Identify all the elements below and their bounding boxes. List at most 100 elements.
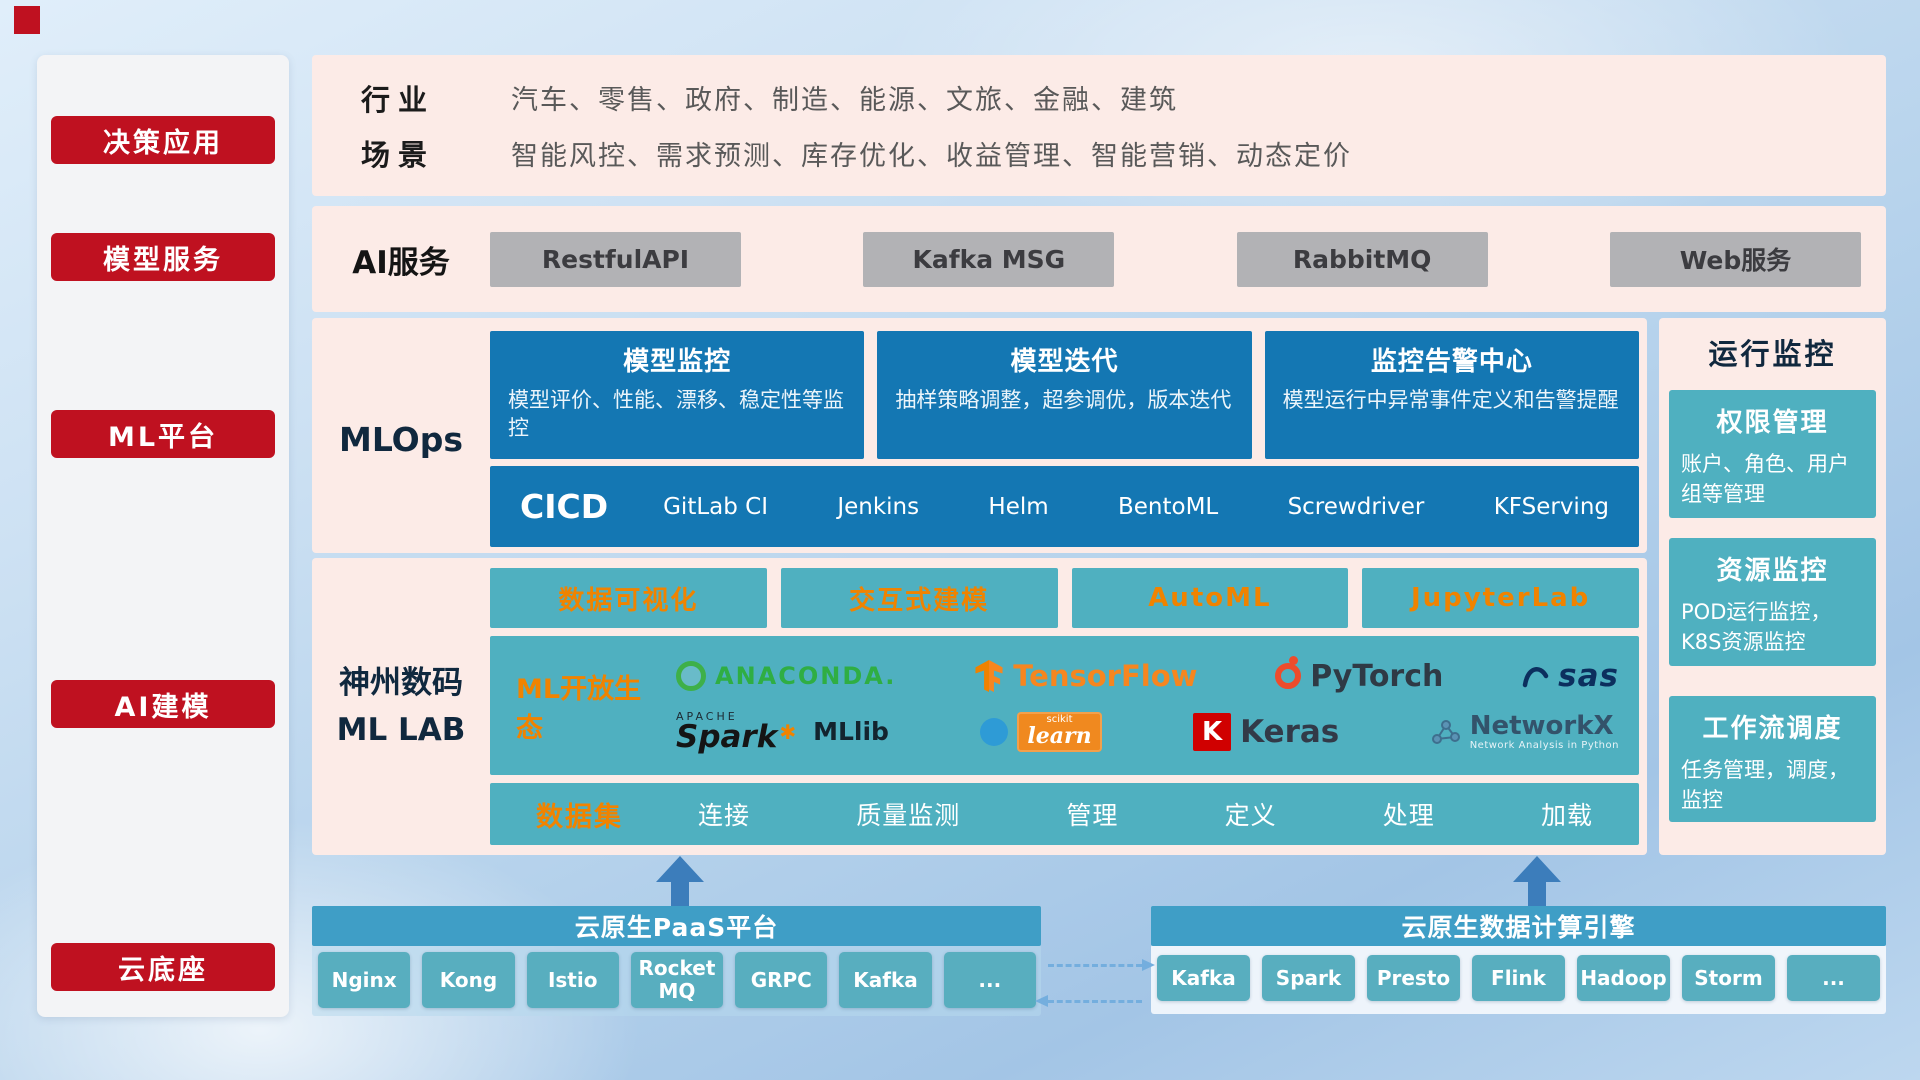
engine-chip-kafka: Kafka xyxy=(1157,955,1250,1001)
cicd-item-jenkins: Jenkins xyxy=(837,493,920,520)
scene-row: 场景 智能风控、需求预测、库存优化、收益管理、智能营销、动态定价 xyxy=(361,132,1856,174)
ai-service-label: AI服务 xyxy=(352,244,450,281)
up-arrow-icon xyxy=(656,856,704,906)
paas-chip-kafka: Kafka xyxy=(839,952,932,1008)
card-desc: 模型运行中异常事件定义和告警提醒 xyxy=(1282,388,1619,412)
scikit-main-label: learn xyxy=(1027,722,1092,749)
dataset-item-connect: 连接 xyxy=(698,801,751,830)
networkx-subtitle: Network Analysis in Python xyxy=(1469,740,1619,752)
rail-badge-decision-apps: 决策应用 xyxy=(51,116,275,164)
model-monitoring-card: 模型监控 模型评价、性能、漂移、稳定性等监控 xyxy=(490,331,865,459)
ecosystem-row-2: APACHE Spark MLlib scikit learn xyxy=(676,711,1619,753)
runtime-monitor-title: 运行监控 xyxy=(1708,337,1837,371)
card-desc: 模型评价、性能、漂移、稳定性等监控 xyxy=(508,388,844,441)
card-desc: 任务管理，调度，监控 xyxy=(1681,758,1849,813)
runtime-monitor-panel: 运行监控 权限管理 账户、角色、用户组等管理 资源监控 POD运行监控，K8S资… xyxy=(1659,318,1886,855)
industry-row: 行业 汽车、零售、政府、制造、能源、文旅、金融、建筑 xyxy=(361,77,1856,119)
pytorch-label: PyTorch xyxy=(1310,658,1444,694)
ecosystem-logos: ANACONDA. TensorFlow PyTorch xyxy=(668,636,1627,775)
engine-chip-hadoop: Hadoop xyxy=(1577,955,1670,1001)
industry-scene-panel: 行业 汽车、零售、政府、制造、能源、文旅、金融、建筑 场景 智能风控、需求预测、… xyxy=(312,55,1886,196)
workflow-card: 工作流调度 任务管理，调度，监控 xyxy=(1669,696,1876,822)
spark-mllib-logo: APACHE Spark MLlib xyxy=(676,711,889,753)
dataset-items: 连接 质量监测 管理 定义 处理 加载 xyxy=(698,796,1593,832)
networkx-logo: NetworkX Network Analysis in Python xyxy=(1431,712,1619,752)
tool-chip-interactive-modeling: 交互式建模 xyxy=(780,568,1058,628)
engine-chip-spark: Spark xyxy=(1262,955,1355,1001)
paas-chips: Nginx Kong Istio RocketMQ GRPC Kafka ... xyxy=(318,952,1036,1008)
cicd-item-bentoml: BentoML xyxy=(1117,493,1219,520)
mllab-label-line1: 神州数码 xyxy=(339,665,463,701)
dashed-arrow-left-icon xyxy=(1035,995,1142,1007)
mllab-tools: 数据可视化 交互式建模 AutoML JupyterLab xyxy=(490,568,1639,628)
corner-accent-square xyxy=(14,6,40,34)
mlops-label: MLOps xyxy=(338,419,463,459)
networkx-label: NetworkX xyxy=(1469,710,1614,741)
scikit-badge: scikit learn xyxy=(1017,711,1102,752)
left-rail: 决策应用 模型服务 ML平台 AI建模 云底座 xyxy=(37,55,289,1017)
mllab-content: 数据可视化 交互式建模 AutoML JupyterLab ML开放生态 ANA… xyxy=(490,568,1639,845)
scene-label: 场景 xyxy=(361,138,436,173)
card-title: 模型监控 xyxy=(623,347,732,377)
rail-badge-ai-modeling: AI建模 xyxy=(51,680,275,728)
scikit-top-label: scikit xyxy=(1046,713,1073,725)
apache-label: APACHE xyxy=(676,709,738,723)
cicd-item-helm: Helm xyxy=(988,493,1049,520)
mlops-content: 模型监控 模型评价、性能、漂移、稳定性等监控 模型迭代 抽样策略调整，超参调优，… xyxy=(490,331,1639,547)
tool-chip-data-viz: 数据可视化 xyxy=(490,568,767,628)
keras-label: Keras xyxy=(1240,713,1340,750)
service-chip-restfulapi: RestfulAPI xyxy=(490,231,741,287)
dataset-bar: 数据集 连接 质量监测 管理 定义 处理 加载 xyxy=(490,783,1639,845)
card-title: 权限管理 xyxy=(1716,408,1829,438)
industry-label: 行业 xyxy=(361,82,436,117)
engine-chip-storm: Storm xyxy=(1682,955,1775,1001)
sas-swoosh-icon xyxy=(1522,667,1549,688)
networkx-icon xyxy=(1431,719,1460,744)
scene-values: 智能风控、需求预测、库存优化、收益管理、智能营销、动态定价 xyxy=(511,140,1352,172)
rail-badge-ml-platform: ML平台 xyxy=(51,410,275,458)
card-title: 资源监控 xyxy=(1716,556,1829,586)
card-desc: 抽样策略调整，超参调优，版本迭代 xyxy=(895,388,1232,412)
paas-chip-more: ... xyxy=(943,952,1036,1008)
pytorch-logo: PyTorch xyxy=(1275,656,1444,694)
engine-bar: 云原生数据计算引擎 xyxy=(1151,906,1886,946)
sas-label: sas xyxy=(1558,658,1619,695)
dashed-arrow-right-icon xyxy=(1048,959,1155,971)
ai-service-items: RestfulAPI Kafka MSG RabbitMQ Web服务 xyxy=(490,231,1886,287)
mllib-label: MLlib xyxy=(813,717,889,747)
dataset-label: 数据集 xyxy=(536,801,623,833)
paas-chip-nginx: Nginx xyxy=(318,952,411,1008)
anaconda-logo: ANACONDA. xyxy=(676,661,896,692)
card-title: 工作流调度 xyxy=(1702,714,1843,744)
cicd-item-kfserving: KFServing xyxy=(1493,493,1609,520)
tool-chip-jupyterlab: JupyterLab xyxy=(1362,568,1639,628)
anaconda-icon xyxy=(676,661,706,692)
tool-chip-automl: AutoML xyxy=(1071,568,1349,628)
ecosystem-row-1: ANACONDA. TensorFlow PyTorch xyxy=(676,656,1619,694)
mllab-panel: 神州数码 ML LAB 数据可视化 交互式建模 AutoML JupyterLa… xyxy=(312,558,1647,855)
dataset-item-process: 处理 xyxy=(1382,801,1435,830)
scikit-learn-logo: scikit learn xyxy=(980,711,1102,752)
cicd-items: GitLab CI Jenkins Helm BentoML Screwdriv… xyxy=(663,494,1609,520)
keras-k-icon: K xyxy=(1193,712,1232,751)
service-chip-rabbitmq: RabbitMQ xyxy=(1236,231,1488,287)
engine-chips: Kafka Spark Presto Flink Hadoop Storm ..… xyxy=(1157,955,1880,1001)
paas-chip-rocketmq: RocketMQ xyxy=(630,952,724,1008)
cicd-bar: CICD GitLab CI Jenkins Helm BentoML Scre… xyxy=(490,466,1639,547)
spark-label: Spark xyxy=(676,721,796,753)
tensorflow-logo: TensorFlow xyxy=(974,659,1197,693)
rail-badge-model-service: 模型服务 xyxy=(51,233,275,281)
cicd-item-gitlab-ci: GitLab CI xyxy=(663,493,769,520)
service-chip-web: Web服务 xyxy=(1609,231,1861,287)
cicd-label: CICD xyxy=(520,487,609,526)
sas-logo: sas xyxy=(1521,658,1619,694)
model-iteration-card: 模型迭代 抽样策略调整，超参调优，版本迭代 xyxy=(877,331,1252,459)
card-desc: POD运行监控，K8S资源监控 xyxy=(1681,600,1832,655)
ecosystem-label: ML开放生态 xyxy=(516,673,642,744)
mllab-label: 神州数码 ML LAB xyxy=(312,568,490,845)
alert-center-card: 监控告警中心 模型运行中异常事件定义和告警提醒 xyxy=(1264,331,1639,459)
spark-wordmark: APACHE Spark xyxy=(676,711,796,753)
ai-service-panel: AI服务 RestfulAPI Kafka MSG RabbitMQ Web服务 xyxy=(312,206,1886,312)
networkx-wordmark: NetworkX Network Analysis in Python xyxy=(1470,712,1619,752)
keras-logo: K Keras xyxy=(1193,712,1340,751)
